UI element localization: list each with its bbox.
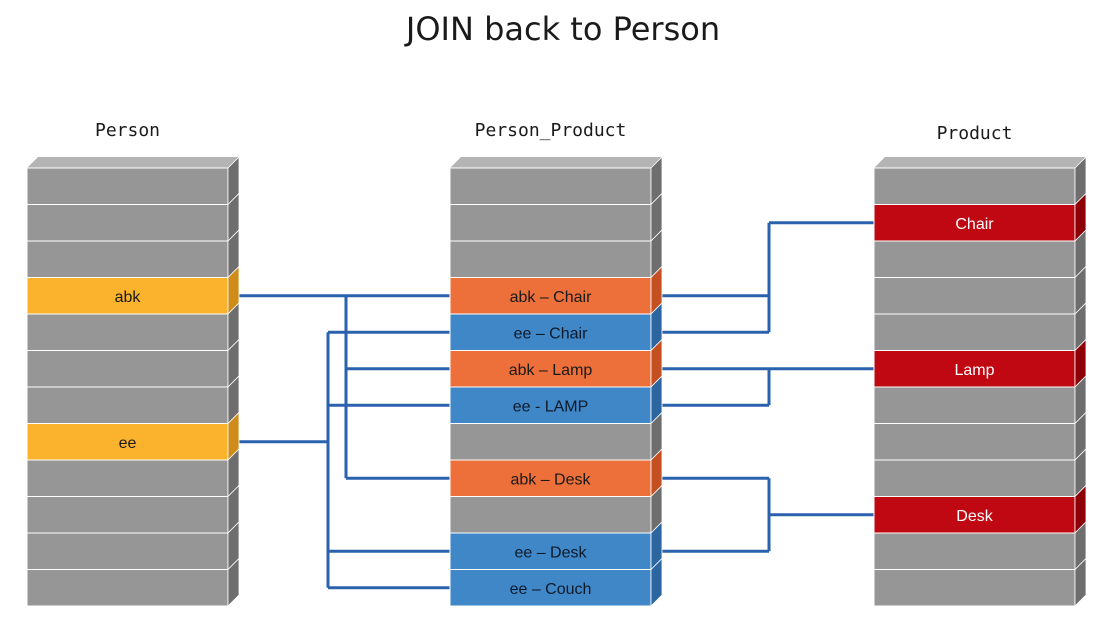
row-front: [26, 204, 229, 242]
join-lines: [238, 221, 874, 590]
row-front: [26, 386, 229, 424]
row-front: [873, 386, 1076, 424]
row-label: ee: [119, 435, 137, 452]
table-row: abk – Desk: [449, 448, 663, 498]
row-label: abk – Chair: [510, 289, 592, 306]
row-front: [26, 350, 229, 388]
table-title-person-product: Person_Product: [475, 120, 627, 141]
join-pp-to-product: [662, 367, 874, 407]
row-front: [873, 423, 1076, 461]
row-front: [26, 313, 229, 351]
row-label: Desk: [956, 508, 993, 525]
table-top-face: [450, 157, 662, 168]
table-top-face: [874, 157, 1086, 168]
join-person-to-pp: [238, 330, 450, 590]
row-front: [873, 240, 1076, 278]
table-row: [26, 448, 240, 498]
row-front: [873, 459, 1076, 497]
table-row: ee – Couch: [449, 557, 663, 607]
row-front: [449, 423, 652, 461]
row-front: [26, 240, 229, 278]
row-front: [873, 532, 1076, 570]
row-front: [873, 569, 1076, 607]
row-front: [26, 167, 229, 205]
row-front: [873, 496, 1076, 534]
table-row: Chair: [873, 192, 1087, 242]
row-front: [26, 423, 229, 461]
table-row: [873, 302, 1087, 352]
join-pp-to-product: [662, 476, 874, 553]
row-front: [449, 532, 652, 570]
table-row: [26, 521, 240, 571]
row-front: [449, 240, 652, 278]
row-label: abk – Desk: [510, 471, 591, 488]
row-label: abk: [115, 289, 142, 306]
table-row: [873, 448, 1087, 498]
table-row: [449, 156, 663, 206]
table-row: [449, 229, 663, 279]
row-front: [449, 204, 652, 242]
table-row: [873, 557, 1087, 607]
table-row: [26, 557, 240, 607]
row-front: [449, 350, 652, 388]
table-row: [26, 302, 240, 352]
table-row: [873, 411, 1087, 461]
diagram-title: JOIN back to Person: [404, 10, 720, 48]
table-row: [26, 229, 240, 279]
row-front: [873, 313, 1076, 351]
row-front: [449, 569, 652, 607]
table-title-person: Person: [95, 120, 160, 141]
table-row: [26, 375, 240, 425]
table-row: [873, 156, 1087, 206]
table-row: [449, 484, 663, 534]
table-row: ee – Chair: [449, 302, 663, 352]
table-title-product: Product: [937, 123, 1013, 144]
table-row: ee – Desk: [449, 521, 663, 571]
row-front: [449, 459, 652, 497]
row-front: [449, 277, 652, 315]
row-side: [1074, 557, 1087, 607]
row-front: [449, 496, 652, 534]
table-row: [873, 375, 1087, 425]
row-label: Lamp: [954, 362, 994, 379]
row-front: [873, 277, 1076, 315]
table-row: [26, 156, 240, 206]
row-label: Chair: [955, 216, 994, 233]
row-front: [26, 496, 229, 534]
table-row: [449, 411, 663, 461]
table-top-face: [27, 157, 239, 168]
row-front: [26, 459, 229, 497]
row-front: [26, 532, 229, 570]
row-side: [227, 557, 240, 607]
row-label: ee - LAMP: [513, 398, 589, 415]
join-pp-to-product: [662, 221, 874, 334]
row-label: ee – Desk: [514, 544, 587, 561]
table-row: [26, 338, 240, 388]
row-side: [650, 557, 663, 607]
table-row: [26, 192, 240, 242]
table-row: ee: [26, 411, 240, 461]
table-row: [26, 484, 240, 534]
table-person: Person abk ee: [26, 120, 240, 607]
row-label: ee – Chair: [514, 325, 588, 342]
row-front: [873, 167, 1076, 205]
row-label: ee – Couch: [510, 581, 592, 598]
table-row: abk – Lamp: [449, 338, 663, 388]
table-row: [449, 192, 663, 242]
table-row: Desk: [873, 484, 1087, 534]
join-person-to-pp: [238, 294, 450, 480]
row-front: [873, 204, 1076, 242]
table-row: Lamp: [873, 338, 1087, 388]
row-label: abk – Lamp: [509, 362, 593, 379]
row-front: [26, 569, 229, 607]
table-row: abk: [26, 265, 240, 315]
table-row: [873, 265, 1087, 315]
row-front: [449, 167, 652, 205]
